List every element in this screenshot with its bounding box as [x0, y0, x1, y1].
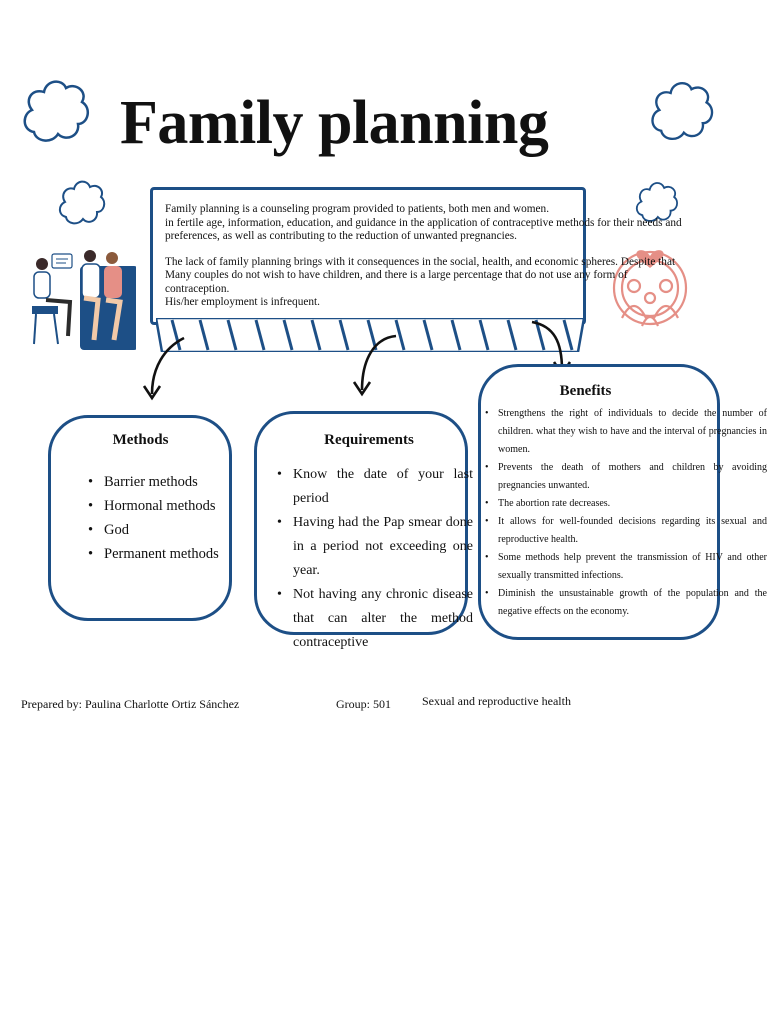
list-item: It allows for well-founded decisions reg… [485, 513, 767, 549]
list-item: Some methods help prevent the transmissi… [485, 549, 767, 585]
requirements-title: Requirements [324, 432, 414, 448]
cloud-icon [635, 182, 679, 222]
group-label: Group: 501 [336, 697, 391, 711]
intro-paragraph-2-line-2: Many couples do not wish to have childre… [165, 269, 628, 295]
cloud-icon [58, 180, 106, 225]
intro-box [150, 187, 586, 325]
methods-title: Methods [112, 432, 169, 448]
methods-list: Barrier methods Hormonal methods God Per… [88, 470, 238, 566]
prepared-by: Prepared by: Paulina Charlotte Ortiz Sán… [21, 697, 240, 711]
arrow-icon [352, 334, 397, 397]
intro-paragraph-1-line-2: in fertile age, information, education, … [165, 216, 682, 243]
list-item: Know the date of your last period [277, 463, 473, 511]
intro-box-shadow [156, 318, 584, 352]
list-item: Barrier methods [88, 470, 238, 494]
list-item: Diminish the unsustainable growth of the… [485, 585, 767, 621]
subject-label: Sexual and reproductive health [422, 694, 571, 708]
intro-paragraph-1-line-1: Family planning is a counseling program … [165, 203, 550, 215]
list-item: Permanent methods [88, 542, 238, 566]
list-item: Hormonal methods [88, 494, 238, 518]
consultation-illustration [32, 250, 136, 350]
intro-paragraph-2-line-1: The lack of family planning brings with … [165, 255, 676, 268]
requirements-list: Know the date of your last period Having… [277, 463, 473, 655]
cloud-icon [651, 82, 714, 140]
list-item: Prevents the death of mothers and childr… [485, 459, 767, 495]
list-item: The abortion rate decreases. [485, 495, 767, 513]
list-item: Strengthens the right of individuals to … [485, 405, 767, 459]
cloud-icon [23, 80, 90, 142]
family-heart-icon [612, 250, 688, 327]
benefits-list: Strengthens the right of individuals to … [485, 405, 767, 621]
arrow-icon [142, 336, 185, 401]
intro-text: Family planning is a counseling program … [165, 203, 685, 322]
list-item: Not having any chronic disease that can … [277, 583, 473, 655]
benefits-title: Benefits [559, 383, 612, 399]
list-item: God [88, 518, 238, 542]
list-item: Having had the Pap smear done in a perio… [277, 511, 473, 583]
page-title: Family planning [120, 89, 549, 157]
intro-paragraph-2-line-3: His/her employment is infrequent. [165, 296, 320, 309]
